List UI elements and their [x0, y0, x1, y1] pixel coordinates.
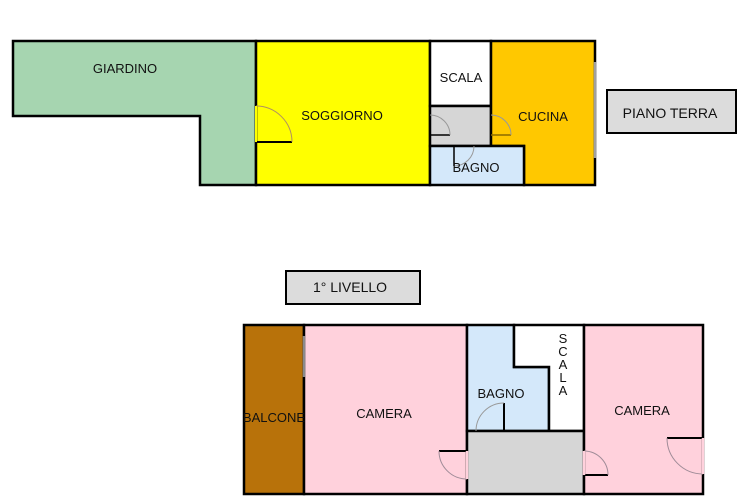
label-piano-terra: PIANO TERRA [623, 105, 718, 121]
room-balcone [242, 323, 306, 496]
ground-floor-plan: GIARDINO SOGGIORNO SCALA CUCINA BAGNO [11, 39, 597, 187]
door-cucina [490, 114, 512, 136]
svg-text:C: C [558, 344, 567, 359]
door-bagno-ground [453, 145, 475, 167]
svg-text:A: A [559, 383, 568, 398]
room-camera-left [302, 323, 469, 496]
label-scala-ground: SCALA [440, 70, 483, 85]
door-camera-right-ext [666, 437, 705, 475]
svg-text:A: A [559, 357, 568, 372]
first-floor-plan: BALCONE CAMERA BAGNO S C A L A CAMERA [242, 323, 705, 496]
door-bagno-first [475, 402, 505, 432]
label-camera-right: CAMERA [614, 403, 670, 418]
label-bagno-first: BAGNO [478, 386, 525, 401]
label-camera-left: CAMERA [356, 406, 412, 421]
door-camera-left [438, 450, 469, 480]
door-camera-right-hall [582, 450, 609, 476]
level-label-primo-livello: 1° LIVELLO [285, 270, 421, 305]
svg-text:L: L [559, 370, 566, 385]
label-soggiorno: SOGGIORNO [301, 108, 383, 123]
label-bagno-ground: BAGNO [453, 160, 500, 175]
label-giardino: GIARDINO [93, 61, 157, 76]
label-cucina: CUCINA [518, 109, 568, 124]
label-balcone: BALCONE [243, 410, 305, 425]
label-scala-first: S C A L A [558, 331, 567, 398]
room-disimpegno [428, 104, 493, 148]
room-disimpegno-first [465, 429, 586, 496]
level-label-piano-terra: PIANO TERRA [606, 89, 737, 134]
door-soggiorno [255, 105, 293, 143]
label-primo-livello: 1° LIVELLO [313, 279, 387, 295]
svg-text:S: S [559, 331, 568, 346]
room-camera-right [582, 323, 705, 496]
room-bagno-ground [428, 144, 526, 187]
door-disimpegno [429, 114, 451, 136]
